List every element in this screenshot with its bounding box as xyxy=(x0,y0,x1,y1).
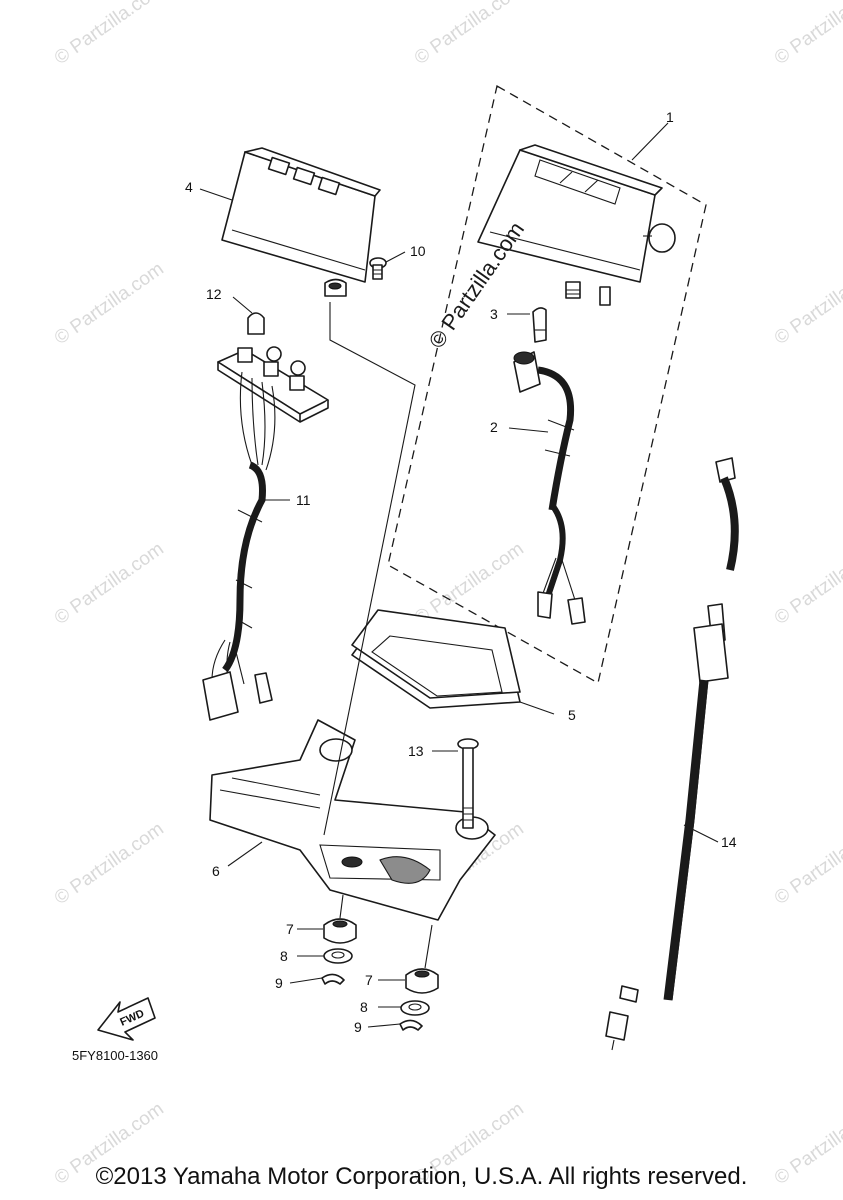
watermark: © Partzilla.com xyxy=(411,538,528,629)
watermark: © Partzilla.com xyxy=(771,818,843,909)
watermark-main: © Partzilla.com xyxy=(424,217,530,353)
part-indicator-harness[interactable] xyxy=(202,346,329,721)
part-meter-bracket[interactable] xyxy=(209,719,496,921)
part-meter-seal[interactable] xyxy=(351,609,521,709)
guide-line xyxy=(424,924,433,969)
part-meter-harness[interactable] xyxy=(513,351,586,625)
watermark: © Partzilla.com xyxy=(51,538,168,629)
part-speedometer-assembly[interactable] xyxy=(477,144,676,306)
diagram-code: 5FY8100-1360 xyxy=(72,1048,158,1063)
callout-1: 1 xyxy=(666,109,674,125)
callout-13: 13 xyxy=(408,743,424,759)
part-bolt-13[interactable] xyxy=(457,738,479,829)
part-bulb-12[interactable] xyxy=(247,312,265,335)
part-screw-10[interactable] xyxy=(369,257,387,280)
callout-2: 2 xyxy=(490,419,498,435)
callout-4: 4 xyxy=(185,179,193,195)
part-bulb[interactable] xyxy=(532,307,547,343)
watermark: © Partzilla.com xyxy=(51,818,168,909)
part-damper-stack-right[interactable] xyxy=(399,968,439,1031)
fwd-arrow-icon: FWD xyxy=(97,997,156,1041)
callout-7b: 7 xyxy=(365,972,373,988)
watermark: © Partzilla.com xyxy=(771,0,843,69)
watermark: © Partzilla.com xyxy=(771,258,843,349)
watermark-layer: © Partzilla.com © Partzilla.com © Partzi… xyxy=(51,0,843,1189)
part-speedometer-cable[interactable] xyxy=(605,457,739,1051)
watermark: © Partzilla.com xyxy=(771,538,843,629)
watermark: © Partzilla.com xyxy=(51,258,168,349)
callout-7a: 7 xyxy=(286,921,294,937)
callout-11: 11 xyxy=(296,492,311,508)
callout-10: 10 xyxy=(410,243,426,259)
guide-line xyxy=(323,302,416,836)
callout-12: 12 xyxy=(206,286,222,302)
callout-numbers: 1 2 3 4 5 6 7 8 9 7 8 9 10 11 12 13 14 xyxy=(185,109,737,1035)
watermark: © Partzilla.com xyxy=(411,0,528,69)
guide-line xyxy=(339,894,344,919)
callout-6: 6 xyxy=(212,863,220,879)
callout-9b: 9 xyxy=(354,1019,362,1035)
leader-lines xyxy=(199,122,719,1028)
callout-8a: 8 xyxy=(280,948,288,964)
callout-3: 3 xyxy=(490,306,498,322)
watermark: © Partzilla.com xyxy=(51,0,168,69)
part-meter-cover[interactable] xyxy=(221,147,381,297)
callout-8b: 8 xyxy=(360,999,368,1015)
copyright-notice: ©2013 Yamaha Motor Corporation, U.S.A. A… xyxy=(95,1163,748,1190)
callout-9a: 9 xyxy=(275,975,283,991)
part-damper-stack-left[interactable] xyxy=(321,918,357,985)
callout-5: 5 xyxy=(568,707,576,723)
callout-14: 14 xyxy=(721,834,737,850)
